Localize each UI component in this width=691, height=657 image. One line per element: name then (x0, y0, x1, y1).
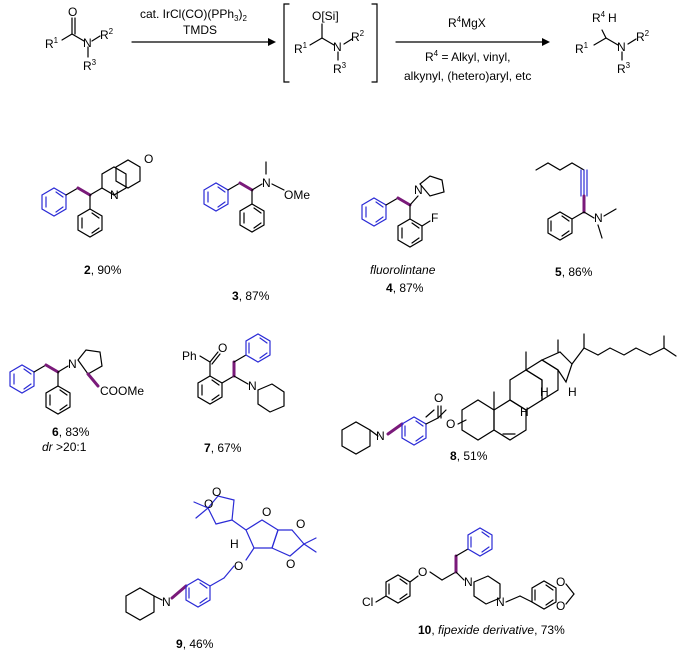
atom-n: N (594, 211, 603, 225)
compound-9-label: 9, 46% (176, 637, 214, 651)
reaction-arrow-1: cat. IrCl(CO)(PPh3)2 TMDS (131, 7, 276, 46)
compound-3-label: 3, 87% (232, 289, 270, 303)
compound-4: N F fluorolintane 4, 87% (361, 175, 445, 295)
int-n: N (333, 40, 342, 54)
prod-h: H (608, 11, 617, 25)
compound-6: N COOMe 6, 83% dr >20:1 (9, 349, 144, 454)
compound-6-label: 6, 83% (52, 425, 90, 439)
r2-label: R2 (100, 27, 114, 42)
coome-label: COOMe (100, 384, 144, 398)
atom-o: O (218, 341, 227, 355)
ether-o: O (418, 565, 427, 579)
h-label: H (230, 537, 239, 551)
ether-o: O (234, 559, 243, 573)
ester-o-carbonyl: O (434, 391, 443, 405)
prod-r1: R1 (575, 41, 589, 56)
compound-10-label: 10, fipexide derivative, 73% (418, 623, 565, 637)
r4-scope: alkynyl, (hetero)aryl, etc (404, 69, 531, 83)
compound-7-label: 7, 67% (204, 441, 242, 455)
prod-n: N (617, 40, 626, 54)
pip-n1: N (464, 575, 473, 589)
compound-9: N O O O O H O O 9, 46% (125, 485, 317, 651)
compound-10: Cl O N N O O 10, fipexide derivative, 73… (362, 527, 575, 637)
grignard-reagent: R4MgX (448, 15, 486, 30)
atom-n: N (83, 36, 92, 50)
int-r1: R1 (294, 41, 308, 56)
atom-o: O (68, 5, 77, 19)
atom-f: F (431, 211, 438, 225)
int-r2: R2 (351, 29, 365, 44)
compound-5: N 5, 86% (535, 162, 617, 279)
dioxole-o1: O (556, 575, 565, 589)
atom-n: N (248, 379, 257, 393)
atom-n: N (376, 429, 385, 443)
o-si-label: O[Si] (312, 9, 339, 23)
prod-r2: R2 (636, 29, 650, 44)
atom-n: N (162, 595, 171, 609)
top-dioxolane-o1: O (204, 497, 213, 511)
ome-label: OMe (284, 188, 310, 202)
dioxolane-o2: O (296, 517, 305, 531)
ester-o: O (446, 417, 455, 431)
product-amine: R4 H R1 N R2 R3 (575, 10, 650, 76)
ph-label: Ph (182, 349, 197, 363)
dioxole-o2: O (556, 599, 565, 613)
atom-n: N (68, 357, 77, 371)
compound-8: N O O H H H 8, 51% (341, 333, 677, 463)
atom-n: N (110, 188, 119, 202)
compound-7: Ph O N 7, 67% (182, 333, 285, 455)
prod-r4: R4 (592, 10, 606, 25)
pip-n2: N (496, 595, 505, 609)
atom-n: N (414, 183, 423, 197)
atom-n: N (262, 176, 271, 190)
compound-3: N OMe 3, 87% (203, 161, 310, 303)
atom-o: O (144, 152, 153, 166)
compound-2-label: 2, 90% (84, 263, 122, 277)
compound-8-label: 8, 51% (450, 449, 488, 463)
reagent-1: cat. IrCl(CO)(PPh3)2 (140, 7, 247, 23)
top-dioxolane-o2: O (212, 485, 221, 499)
reaction-arrow-2: R4MgX R4 = Alkyl, vinyl, alkynyl, (heter… (395, 15, 550, 83)
reagent-tmds: TMDS (183, 23, 217, 37)
intermediate: O[Si] R1 N R2 R3 (283, 3, 378, 83)
compound-2: N O 2, 90% (41, 152, 153, 277)
prod-r3: R3 (617, 61, 631, 76)
starting-amide: O R1 N R2 R3 (45, 5, 114, 73)
cl-label: Cl (362, 595, 373, 609)
h-label-1: H (520, 405, 529, 419)
r3-label: R3 (83, 58, 97, 73)
h-label-2: H (540, 385, 549, 399)
compound-4-label: 4, 87% (386, 281, 424, 295)
r1-label: R1 (45, 36, 59, 51)
int-r3: R3 (333, 61, 347, 76)
fluorolintane-name: fluorolintane (370, 263, 436, 277)
compound-6-dr: dr >20:1 (42, 440, 87, 454)
compound-5-label: 5, 86% (555, 265, 593, 279)
dioxolane-o1: O (286, 557, 295, 571)
h-label-3: H (568, 385, 577, 399)
furanose-o: O (262, 505, 271, 519)
r4-definition: R4 = Alkyl, vinyl, (425, 49, 510, 64)
